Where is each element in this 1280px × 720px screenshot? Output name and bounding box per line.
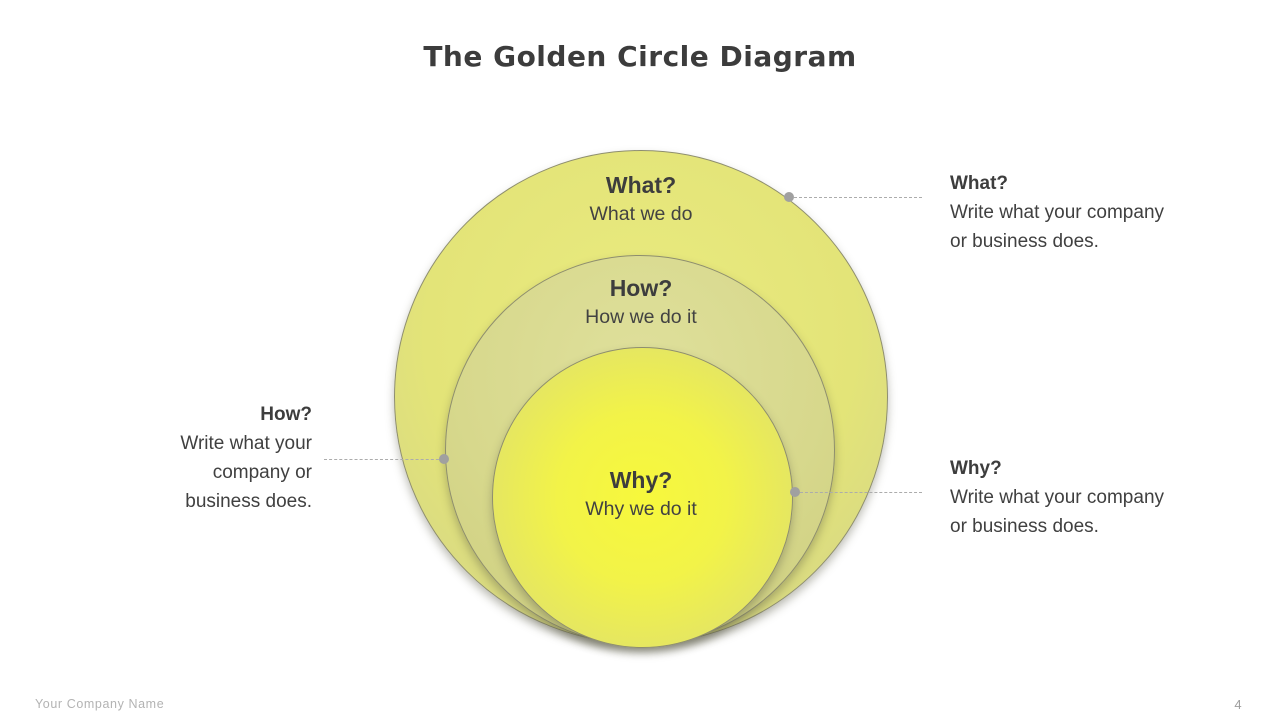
circle-how-sublabel: How we do it xyxy=(585,306,697,328)
callout-how-line: company or xyxy=(212,462,312,483)
circle-why-sublabel: Why we do it xyxy=(585,498,697,520)
callout-how: How? Write what your company or business… xyxy=(92,400,312,516)
callout-how-line: business does. xyxy=(185,491,312,512)
callout-why-line: Write what your company xyxy=(950,487,1165,508)
callout-why-line: or business does. xyxy=(950,516,1099,537)
connector-line-why xyxy=(800,492,922,493)
connector-line-how xyxy=(324,459,444,460)
callout-what-heading: What? xyxy=(950,173,1009,194)
circle-why-label-group: Why? Why we do it xyxy=(441,465,841,523)
circle-what-label: What? xyxy=(605,172,677,198)
callout-why: Why? Write what your company or business… xyxy=(950,454,1222,541)
callout-what: What? Write what your company or busines… xyxy=(950,169,1222,256)
callout-how-heading: How? xyxy=(260,404,312,425)
connector-dot-icon-what xyxy=(784,192,794,202)
connector-dot-icon-how xyxy=(439,454,449,464)
circle-what-sublabel: What we do xyxy=(589,203,693,225)
callout-why-heading: Why? xyxy=(950,458,1002,479)
callout-how-line: Write what your xyxy=(180,433,312,454)
circle-why-label: Why? xyxy=(609,467,673,493)
footer-page-number: 4 xyxy=(1234,697,1242,712)
slide-title: The Golden Circle Diagram xyxy=(423,40,857,73)
callout-what-line: Write what your company xyxy=(950,202,1165,223)
circle-what-label-group: What? What we do xyxy=(441,170,841,228)
callout-what-line: or business does. xyxy=(950,231,1099,252)
connector-dot-icon-why xyxy=(790,487,800,497)
circle-why xyxy=(492,347,793,648)
circle-how-label-group: How? How we do it xyxy=(441,273,841,331)
circle-how-label: How? xyxy=(609,275,673,301)
footer-company-name: Your Company Name xyxy=(35,697,165,711)
connector-line-what xyxy=(794,197,922,198)
